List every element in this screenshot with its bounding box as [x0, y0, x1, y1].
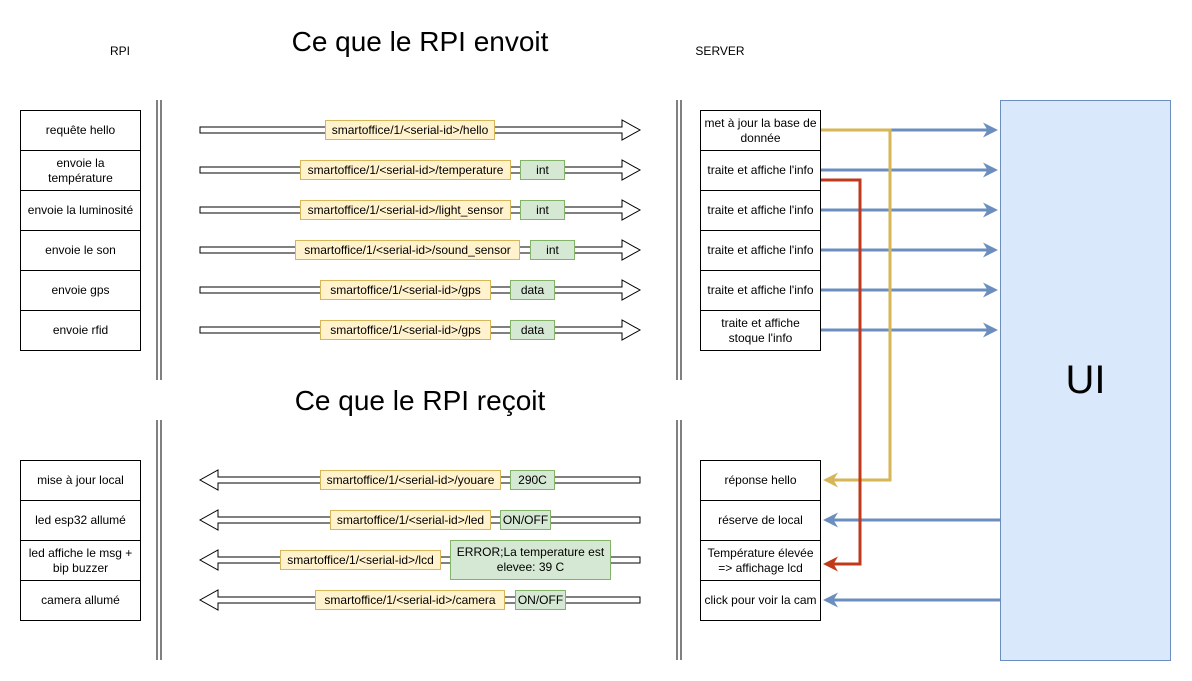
received-value-label: ERROR;La temperature est elevee: 39 C: [450, 540, 611, 580]
sent-topic-label: smartoffice/1/<serial-id>/hello: [325, 120, 495, 140]
received-topic-label: smartoffice/1/<serial-id>/led: [330, 510, 491, 530]
sent-value-label: int: [520, 200, 565, 220]
rpi-received-cell: mise à jour local: [20, 460, 141, 501]
sent-value-label: data: [510, 280, 555, 300]
server-sent-cell: traite et affiche l'info: [700, 190, 821, 231]
received-topic-label: smartoffice/1/<serial-id>/youare: [320, 470, 501, 490]
rpi-sent-cell: envoie le son: [20, 230, 141, 271]
server-received-cell: réserve de local: [700, 500, 821, 541]
rpi-sent-cell: envoie gps: [20, 270, 141, 311]
server-received-cell: réponse hello: [700, 460, 821, 501]
sent-value-label: int: [530, 240, 575, 260]
received-value-label: ON/OFF: [500, 510, 551, 530]
sent-value-label: data: [510, 320, 555, 340]
rpi-sent-cell: envoie rfid: [20, 310, 141, 351]
sent-topic-label: smartoffice/1/<serial-id>/light_sensor: [300, 200, 511, 220]
rpi-column-label: RPI: [109, 44, 131, 58]
received-section-title: Ce que le RPI reçoit: [294, 385, 546, 416]
received-topic-label: smartoffice/1/<serial-id>/camera: [315, 590, 505, 610]
server-column-label: SERVER: [695, 44, 745, 58]
rpi-received-cell: led affiche le msg + bip buzzer: [20, 540, 141, 581]
sent-topic-label: smartoffice/1/<serial-id>/gps: [320, 280, 491, 300]
server-sent-cell: traite et affiche l'info: [700, 270, 821, 311]
received-topic-label: smartoffice/1/<serial-id>/lcd: [280, 550, 441, 570]
hello-connector: [821, 128, 892, 488]
server-sent-cell: traite et affiche l'info: [700, 230, 821, 271]
sent-section-title: Ce que le RPI envoit: [291, 26, 549, 57]
server-received-cell: Température élevée => affichage lcd: [700, 540, 821, 581]
rpi-received-cell: camera allumé: [20, 580, 141, 621]
rpi-sent-cell: requête hello: [20, 110, 141, 151]
temperature-connector: [821, 178, 862, 572]
server-sent-cell: traite et affiche l'info: [700, 150, 821, 191]
ui-label: UI: [1065, 358, 1106, 402]
rpi-received-cell: led esp32 allumé: [20, 500, 141, 541]
ui-box: UI: [1000, 100, 1171, 661]
server-sent-cell: met à jour la base de donnée: [700, 110, 821, 151]
server-received-cell: click pour voir la cam: [700, 580, 821, 621]
sent-topic-label: smartoffice/1/<serial-id>/temperature: [300, 160, 511, 180]
received-value-label: ON/OFF: [515, 590, 566, 610]
sent-topic-label: smartoffice/1/<serial-id>/sound_sensor: [295, 240, 520, 260]
sent-value-label: int: [520, 160, 565, 180]
server-sent-cell: traite et affiche stoque l'info: [700, 310, 821, 351]
sent-topic-label: smartoffice/1/<serial-id>/gps: [320, 320, 491, 340]
rpi-sent-cell: envoie la luminosité: [20, 190, 141, 231]
received-value-label: 290C: [510, 470, 555, 490]
rpi-sent-cell: envoie la température: [20, 150, 141, 191]
